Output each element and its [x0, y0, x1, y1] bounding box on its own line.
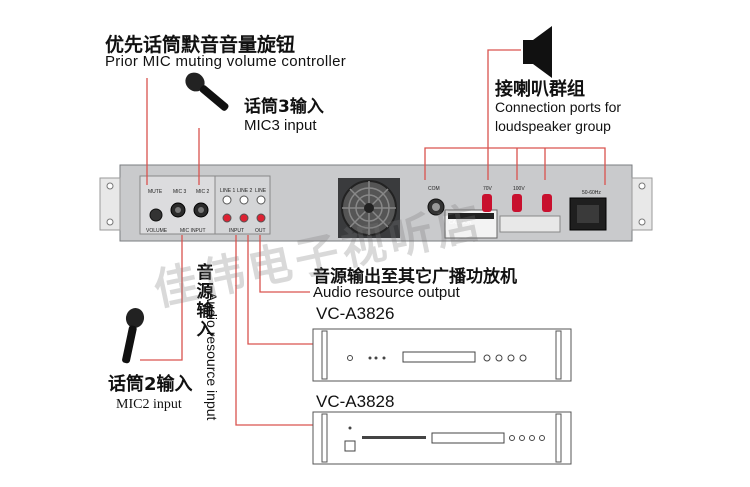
audio-output-label-zh: 音源输出至其它广播功放机 — [313, 267, 517, 287]
speaker-label-zh: 接喇叭群组 — [495, 79, 585, 100]
panel-label-70v: 70V — [483, 186, 492, 192]
audio-input-label-char: 音 — [196, 263, 214, 283]
mute-knob — [149, 208, 163, 222]
audio-input-label-char: 输 — [196, 301, 214, 321]
audio-input-label-char: 入 — [196, 320, 214, 340]
audio-input-label-en: Audio resource input — [204, 292, 220, 421]
terminal-100v — [512, 194, 522, 212]
mic2-label-en: MIC2 input — [116, 397, 182, 412]
device-vc-a3826 — [312, 328, 572, 382]
panel-label-mic3: MIC 3 — [173, 189, 187, 195]
mic2-label-zh: 话筒2输入 — [108, 374, 193, 395]
terminal-common — [542, 194, 552, 212]
microphone-icon — [122, 308, 145, 364]
panel-label-mute: MUTE — [148, 189, 163, 195]
mute-volume-label-en: Prior MIC muting volume controller — [105, 53, 347, 70]
panel-label-mic-input: MIC INPUT — [180, 228, 206, 234]
panel-label-mic2: MIC 2 — [196, 189, 210, 195]
connection-wires — [140, 49, 606, 426]
panel-label-com: COM — [428, 186, 440, 192]
panel-label-line-out: LINE — [255, 188, 267, 194]
panel-label-power: 50-60Hz — [582, 190, 601, 196]
mic3-label-zh: 话筒3输入 — [244, 97, 324, 117]
terminal-70v — [482, 194, 492, 212]
audio-output-label-en: Audio resource output — [313, 284, 460, 301]
panel-label-out: OUT — [255, 228, 266, 234]
device-vc-a3828 — [312, 411, 572, 465]
loudspeaker-icon — [523, 26, 552, 78]
panel-label-caution: CAUTION — [449, 220, 472, 226]
mic3-label-en: MIC3 input — [244, 117, 317, 134]
mute-volume-label-zh: 优先话筒默音音量旋钮 — [105, 34, 296, 56]
panel-label-line1: LINE 1 — [220, 188, 236, 194]
audio-input-label-char: 源 — [196, 282, 214, 302]
panel-label-volume: VOLUME — [146, 228, 168, 234]
amplifier-rear-panel — [99, 164, 653, 242]
speaker-label-en-line2: loudspeaker group — [495, 118, 611, 134]
speaker-label-en-line1: Connection ports for — [495, 99, 622, 115]
device-model-label: VC-A3826 — [316, 304, 395, 323]
panel-label-100v: 100V — [513, 186, 525, 192]
panel-label-input: INPUT — [229, 228, 244, 234]
panel-label-line2: LINE 2 — [237, 188, 253, 194]
device-model-label: VC-A3828 — [316, 392, 395, 411]
microphone-icon — [185, 72, 229, 111]
